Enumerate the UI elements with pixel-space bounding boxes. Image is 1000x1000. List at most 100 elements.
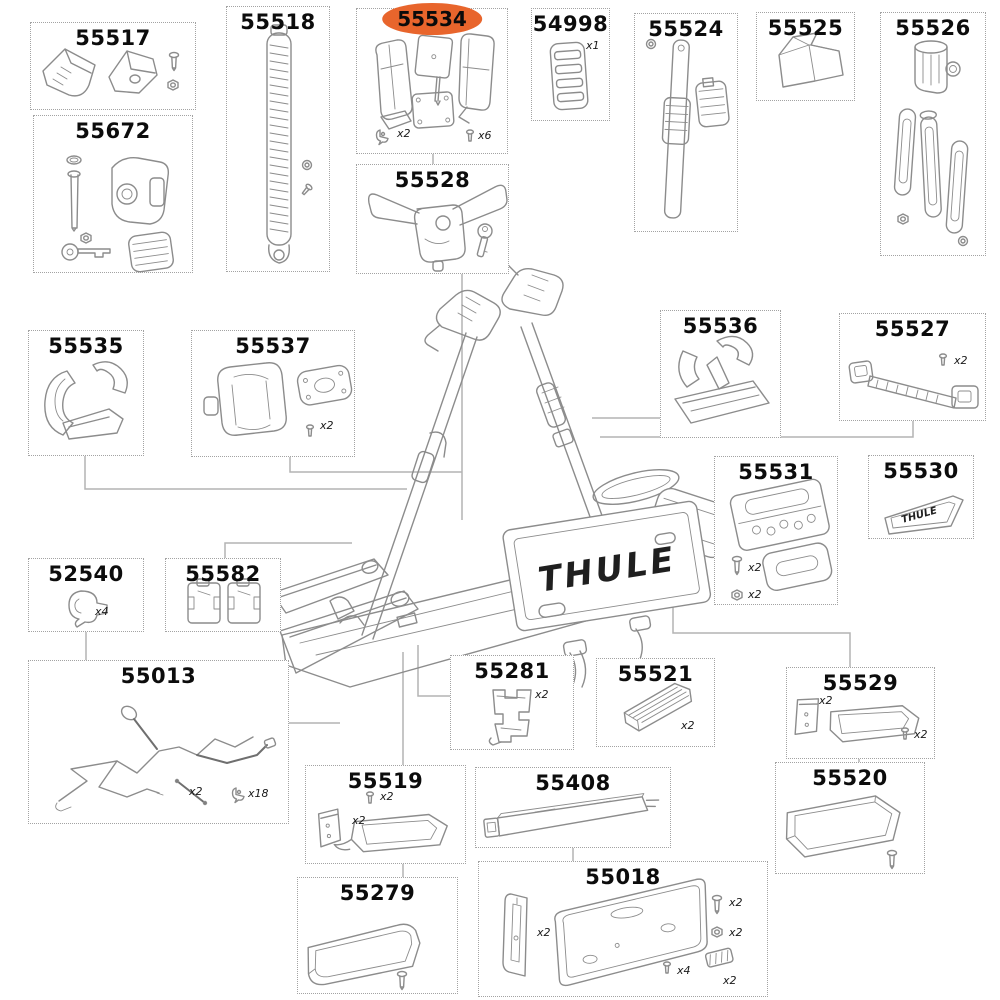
part-number: 55528: [394, 168, 471, 192]
part-drawing-54998: [549, 41, 589, 111]
screw-icon: [301, 159, 313, 171]
part-number: 55536: [682, 314, 759, 338]
part-box-55527[interactable]: 55527 x2: [839, 313, 986, 421]
part-box-55531[interactable]: 55531 x2 x2: [714, 456, 838, 605]
nut-icon: [167, 79, 179, 91]
connector-line: [289, 457, 462, 473]
quantity-label: x2: [189, 785, 203, 798]
part-drawing-55537: [203, 362, 353, 437]
part-number: 55524: [648, 17, 724, 41]
part-drawing-55521: [623, 682, 693, 732]
part-box-55279[interactable]: 55279: [297, 877, 458, 994]
part-box-55530[interactable]: 55530 THULE: [868, 455, 974, 539]
screw-icon: [711, 894, 723, 915]
part-box-55408[interactable]: 55408: [475, 767, 671, 848]
part-drawing-55018: [502, 878, 734, 987]
connector-line: [417, 645, 450, 697]
screw-icon: [662, 961, 672, 974]
part-number: 55279: [339, 881, 416, 905]
part-number: 55527: [874, 317, 951, 341]
nut-icon: [897, 213, 909, 225]
part-box-52540[interactable]: 52540 x4: [28, 558, 144, 632]
part-drawing-55524: [645, 38, 730, 219]
part-number: 55518: [240, 10, 316, 34]
part-drawing-52540: [68, 590, 108, 628]
clip-icon: [375, 129, 389, 146]
quantity-label: x2: [729, 926, 743, 939]
push-nut-icon: [731, 589, 743, 601]
part-drawing-55527: [848, 353, 979, 409]
part-box-55529[interactable]: 55529 x2 x2: [786, 667, 935, 759]
part-drawing-55519: [317, 791, 448, 853]
part-box-54998[interactable]: 54998 x1: [531, 8, 610, 121]
pad-icon: [704, 947, 734, 968]
quantity-label: x2: [537, 926, 551, 939]
clip-icon: [231, 787, 245, 804]
quantity-label: x18: [248, 787, 269, 800]
part-number: 55530: [883, 459, 959, 483]
part-drawing-55582: [187, 578, 261, 624]
part-number: 52540: [48, 562, 124, 586]
main-assembly-drawing: THULE THULE: [271, 263, 730, 700]
part-box-55525[interactable]: 55525: [756, 12, 855, 101]
part-number: 55525: [767, 16, 844, 40]
screw-icon: [886, 849, 898, 870]
quantity-label: x4: [95, 605, 109, 618]
part-drawing-55531: [729, 478, 833, 601]
part-drawing-55517: [42, 48, 180, 97]
part-drawing-55530: THULE: [884, 495, 964, 535]
part-box-55528[interactable]: 55528: [356, 164, 509, 274]
part-box-55013[interactable]: 55013 x2 x18: [28, 660, 289, 824]
part-drawing-55535: [44, 361, 128, 440]
quantity-label: x2: [352, 814, 366, 827]
part-box-55018[interactable]: 55018 x2 x2 x2 x4: [478, 861, 768, 997]
screw-icon: [305, 424, 315, 437]
screw-icon: [168, 51, 180, 72]
part-drawing-55536: [674, 335, 770, 424]
part-box-55526[interactable]: 55526: [880, 12, 986, 256]
part-box-55524[interactable]: 55524: [634, 13, 738, 232]
quantity-label: x2: [914, 728, 928, 741]
part-number: 55672: [75, 119, 151, 143]
quantity-label: x4: [677, 964, 691, 977]
part-drawing-55525: [778, 32, 844, 88]
nut-icon: [80, 232, 92, 244]
connector-line: [224, 542, 352, 558]
part-box-55536[interactable]: 55536: [660, 310, 781, 438]
part-box-55521[interactable]: 55521 x2: [596, 658, 715, 747]
part-box-55281[interactable]: 55281 x2: [450, 655, 574, 750]
part-box-55582[interactable]: 55582: [165, 558, 281, 632]
screw-icon: [731, 555, 743, 576]
part-number: 55281: [474, 659, 550, 683]
part-box-55537[interactable]: 55537 x2: [191, 330, 355, 457]
part-drawing-55408: [483, 793, 660, 838]
part-drawing-55279: [307, 923, 421, 991]
part-box-55517[interactable]: 55517: [30, 22, 196, 110]
highlight-badge: 55534: [382, 3, 482, 35]
quantity-label: x2: [748, 588, 762, 601]
part-number: 55537: [235, 334, 311, 358]
part-number: 55517: [75, 26, 151, 50]
cable-icon: [176, 780, 206, 804]
quantity-label: x2: [819, 694, 833, 707]
part-box-55672[interactable]: 55672: [33, 115, 193, 273]
badge-brand-text: THULE: [900, 505, 938, 526]
part-drawing-55013: [55, 705, 277, 812]
washer-icon: [957, 235, 969, 247]
screw-icon: [396, 970, 408, 991]
part-box-55520[interactable]: 55520: [775, 762, 925, 874]
part-box-55534[interactable]: 55534 x2 x6: [356, 3, 508, 154]
part-drawing-55518: [266, 24, 314, 264]
screw-icon: [938, 353, 948, 366]
part-box-55519[interactable]: 55519 x2 x2: [305, 765, 466, 864]
screw-icon: [465, 129, 475, 142]
part-number: 55535: [48, 334, 124, 358]
part-box-55535[interactable]: 55535: [28, 330, 144, 456]
part-number: 55013: [120, 664, 197, 688]
part-number: 55534: [397, 7, 467, 31]
part-box-55518[interactable]: 55518: [226, 6, 330, 272]
part-drawing-55526: [893, 40, 969, 247]
screw-icon: [299, 182, 314, 197]
part-drawing-55520: [785, 795, 901, 870]
